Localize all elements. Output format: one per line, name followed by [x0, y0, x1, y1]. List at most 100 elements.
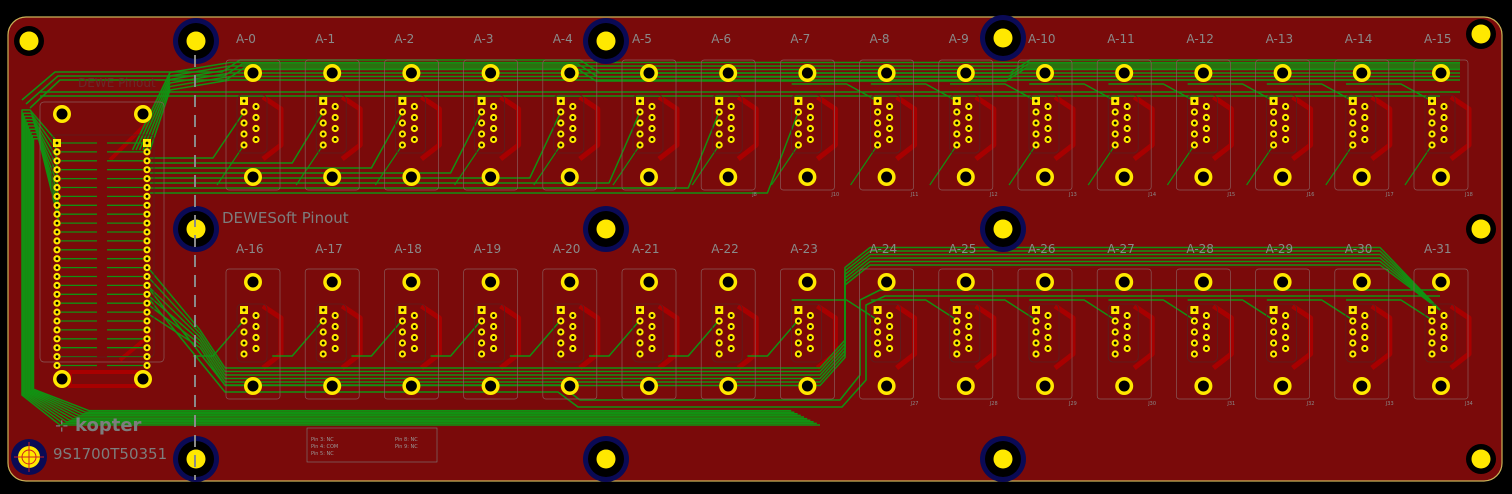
connector-label: A-5 — [632, 32, 652, 46]
pin-drill — [571, 336, 575, 339]
pin-drill — [400, 330, 404, 334]
pin-drill — [1363, 116, 1367, 119]
pin-drill — [254, 105, 258, 108]
ref-designator: J28 — [989, 401, 998, 407]
pin-drill — [888, 105, 892, 108]
connector-label: A-21 — [632, 242, 660, 256]
connector-label: A-30 — [1345, 242, 1373, 256]
pin-drill — [808, 116, 812, 119]
connector-outline — [225, 59, 281, 191]
pin-drill — [1204, 347, 1208, 350]
header-pin-drill — [55, 239, 59, 243]
pin-drill — [1046, 127, 1050, 130]
ref-designator: J12 — [989, 192, 998, 198]
back-trace-a-3 — [499, 94, 522, 161]
header-pin-drill — [55, 364, 59, 367]
pin-drill — [1046, 347, 1050, 350]
pin-drill — [717, 341, 721, 345]
pin-drill — [400, 132, 404, 136]
pin-drill — [480, 308, 484, 312]
pin-drill — [729, 314, 733, 317]
pin-drill — [888, 127, 892, 130]
pin-drill — [321, 330, 325, 334]
ref-designator: J29 — [1068, 401, 1077, 407]
pin-drill — [1430, 319, 1434, 323]
trace — [1029, 83, 1116, 102]
pin-drill — [242, 121, 246, 125]
pin-drill — [967, 336, 971, 339]
pin-drill — [638, 341, 642, 345]
mount-hole — [980, 206, 1026, 252]
pin-drill — [967, 105, 971, 108]
pin-drill — [1113, 121, 1117, 125]
pin-drill — [888, 314, 892, 317]
connector-drill — [643, 67, 655, 79]
trace — [1029, 299, 1116, 321]
connector-outline — [1017, 59, 1073, 191]
pin-drill — [967, 325, 971, 328]
back-trace-a-11 — [1132, 94, 1155, 161]
mount-pad — [186, 31, 206, 51]
pin-drill — [1046, 105, 1050, 108]
kopter-logo: ⊹ kopter — [55, 415, 142, 436]
connector-a-2 — [384, 59, 439, 191]
pin-drill — [1363, 325, 1367, 328]
pin-table-right-0: Pin 8: NC — [395, 437, 418, 443]
mount-hole — [583, 206, 629, 252]
trace — [1346, 299, 1433, 321]
header-pin-drill — [145, 203, 149, 207]
header-pin-drill — [55, 292, 59, 296]
connector-drill — [722, 276, 734, 288]
connector-label: A-22 — [711, 242, 739, 256]
connector-outline — [780, 59, 835, 191]
connector-body — [236, 303, 268, 363]
back-trace-a-14 — [1370, 94, 1393, 161]
pin-drill — [1430, 352, 1434, 356]
pin-drill — [1046, 336, 1050, 339]
pin-drill — [1272, 110, 1276, 114]
pin-drill — [321, 341, 325, 345]
pin-drill — [559, 341, 563, 345]
pin-drill — [242, 319, 246, 323]
trace — [950, 299, 1037, 321]
trace — [668, 319, 720, 357]
pin-drill — [729, 336, 733, 339]
pin-drill — [638, 308, 642, 312]
pin-drill — [254, 116, 258, 119]
connector-a-16 — [225, 268, 281, 400]
connector-drill — [1356, 380, 1368, 392]
header-pin-drill — [55, 195, 59, 198]
connector-label: A-10 — [1028, 32, 1056, 46]
pin-drill — [1351, 132, 1355, 136]
connector-label: A-14 — [1345, 32, 1373, 46]
pin-drill — [796, 308, 800, 312]
pin-drill — [492, 347, 496, 350]
connector-a-12 — [1176, 59, 1231, 191]
pin-drill — [796, 341, 800, 345]
trace — [791, 83, 878, 102]
mount-pad — [1471, 24, 1491, 44]
header-pin-drill — [145, 275, 149, 278]
connector-a-21 — [621, 268, 677, 400]
connector-a-19 — [463, 268, 518, 400]
pin-table: Pin 3: NC Pin 4: COM Pin 5: NC Pin 8: NC… — [306, 427, 438, 463]
connector-drill — [485, 380, 497, 392]
pin-drill — [955, 132, 959, 136]
trace — [509, 319, 562, 357]
trace — [193, 319, 245, 357]
connector-a-15 — [1413, 59, 1469, 191]
back-trace-a-28 — [1211, 303, 1234, 370]
header-pin-drill — [55, 355, 59, 358]
connector-body — [632, 303, 664, 363]
connector-drill — [247, 67, 259, 79]
connector-drill — [564, 171, 576, 183]
connector-body — [474, 303, 506, 363]
trace — [430, 319, 483, 357]
connector-body — [1424, 303, 1456, 363]
pin-drill — [796, 143, 800, 147]
header-pin-drill — [55, 203, 59, 207]
header-pin-drill — [145, 284, 149, 287]
connector-drill — [722, 171, 734, 183]
connector-drill — [326, 67, 338, 79]
connector-drill — [1277, 67, 1289, 79]
